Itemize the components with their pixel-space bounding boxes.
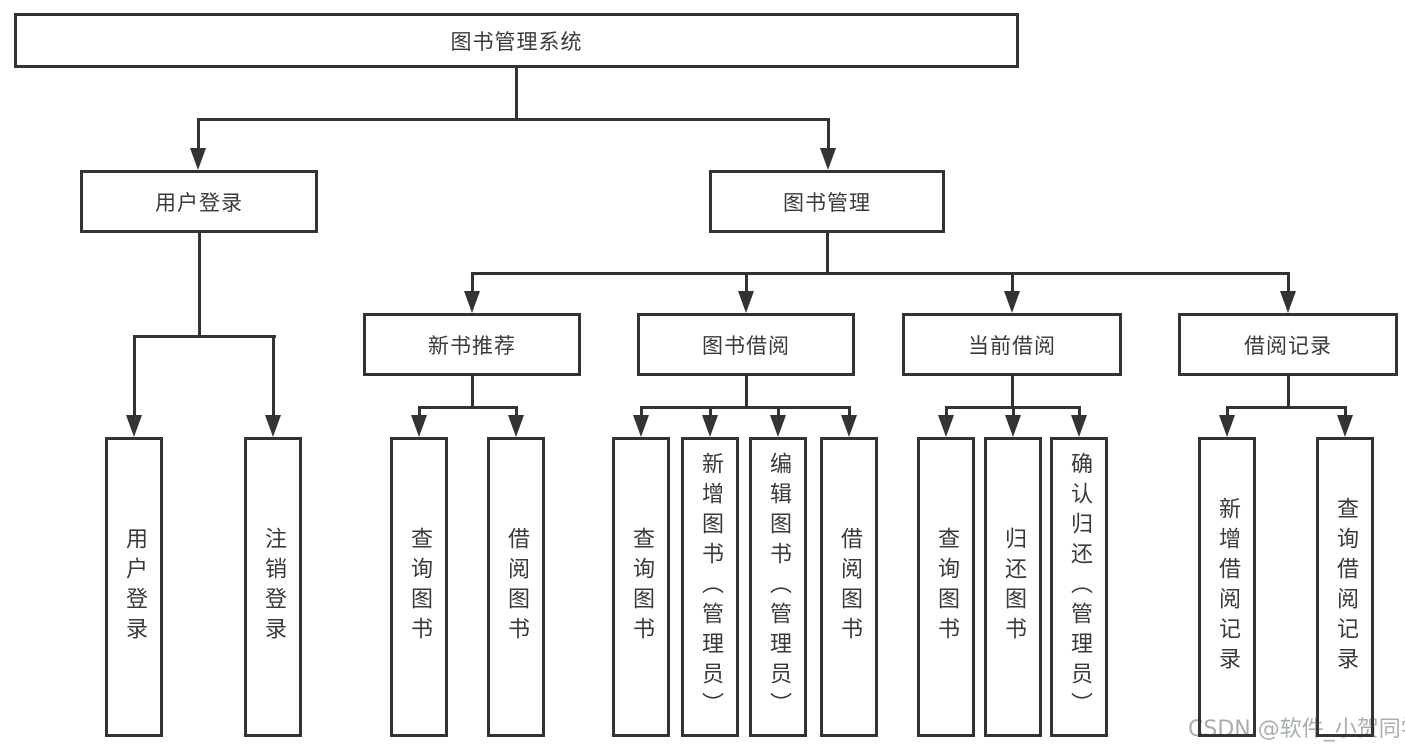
connector-line	[197, 118, 200, 150]
arrow-down-icon	[841, 415, 857, 437]
node-current-borrowing: 当前借阅	[902, 313, 1122, 376]
arrow-down-icon	[738, 291, 754, 313]
leaf-query-borrow-record: 查询借阅记录	[1316, 437, 1374, 737]
connector-line	[133, 335, 136, 417]
arrow-down-icon	[126, 415, 142, 437]
connector-line	[745, 272, 748, 293]
node-label: 借阅图书	[837, 527, 862, 647]
node-label: 当前借阅	[968, 333, 1056, 358]
arrow-down-icon	[265, 415, 281, 437]
leaf-add-borrow-record: 新增借阅记录	[1198, 437, 1256, 737]
connector-line	[197, 118, 829, 121]
connector-line	[745, 376, 748, 408]
node-label: 确认归还（管理员）	[1067, 452, 1092, 722]
node-label: 归还图书	[1001, 527, 1026, 647]
connector-line	[826, 233, 829, 274]
connector-line	[1287, 272, 1290, 293]
leaf-add-book-admin: 新增图书（管理员）	[681, 437, 739, 737]
connector-line	[1226, 406, 1346, 409]
connector-line	[848, 406, 851, 417]
node-label: 图书管理	[783, 190, 871, 215]
leaf-query-books-borrowing: 查询图书	[612, 437, 670, 737]
node-label: 借阅图书	[504, 527, 529, 647]
leaf-query-books-current: 查询图书	[917, 437, 975, 737]
connector-line	[777, 406, 780, 417]
connector-line	[945, 406, 948, 417]
connector-line	[471, 272, 1290, 275]
connector-line	[709, 406, 712, 417]
leaf-return-book: 归还图书	[984, 437, 1042, 737]
arrow-down-icon	[190, 148, 206, 170]
arrow-down-icon	[411, 415, 427, 437]
arrow-down-icon	[820, 148, 836, 170]
node-library-management-system: 图书管理系统	[14, 13, 1019, 68]
arrow-down-icon	[770, 415, 786, 437]
leaf-logout: 注销登录	[244, 437, 302, 737]
arrow-down-icon	[1337, 415, 1353, 437]
node-label: 新书推荐	[428, 333, 516, 358]
arrow-down-icon	[702, 415, 718, 437]
connector-line	[1011, 376, 1014, 408]
leaf-user-login: 用户登录	[105, 437, 163, 737]
arrow-down-icon	[1005, 415, 1021, 437]
node-label: 图书管理系统	[450, 29, 583, 54]
connector-line	[1287, 376, 1290, 408]
arrow-down-icon	[1219, 415, 1235, 437]
arrow-down-icon	[1071, 415, 1087, 437]
arrow-down-icon	[1280, 291, 1296, 313]
connector-line	[133, 335, 276, 338]
connector-line	[272, 335, 275, 417]
node-new-book-recommendation: 新书推荐	[363, 313, 581, 376]
connector-line	[418, 406, 421, 417]
connector-line	[515, 68, 518, 118]
node-book-management: 图书管理	[709, 170, 945, 233]
connector-line	[827, 118, 830, 150]
connector-line	[1226, 406, 1229, 417]
connector-line	[471, 376, 474, 408]
arrow-down-icon	[508, 415, 524, 437]
connector-line	[640, 406, 643, 417]
leaf-confirm-return-admin: 确认归还（管理员）	[1050, 437, 1108, 737]
connector-line	[1012, 406, 1015, 417]
node-label: 新增图书（管理员）	[698, 452, 723, 722]
connector-line	[1011, 272, 1014, 293]
connector-line	[418, 406, 518, 409]
arrow-down-icon	[633, 415, 649, 437]
node-user-login: 用户登录	[80, 170, 318, 233]
node-label: 编辑图书（管理员）	[766, 452, 791, 722]
leaf-borrow-books: 借阅图书	[820, 437, 878, 737]
node-label: 新增借阅记录	[1215, 497, 1240, 677]
node-label: 查询图书	[407, 527, 432, 647]
leaf-borrow-books-recommend: 借阅图书	[487, 437, 545, 737]
connector-line	[471, 272, 474, 293]
node-label: 用户登录	[122, 527, 147, 647]
connector-line	[1078, 406, 1081, 417]
node-label: 查询图书	[629, 527, 654, 647]
arrow-down-icon	[1004, 291, 1020, 313]
node-label: 注销登录	[261, 527, 286, 647]
node-label: 图书借阅	[702, 333, 790, 358]
arrow-down-icon	[464, 291, 480, 313]
leaf-query-books-recommend: 查询图书	[390, 437, 448, 737]
connector-line	[515, 406, 518, 417]
node-label: 查询借阅记录	[1333, 497, 1358, 677]
csdn-watermark: CSDN @软件_小贺同学	[1188, 717, 1405, 742]
arrow-down-icon	[938, 415, 954, 437]
node-label: 用户登录	[155, 190, 243, 215]
node-label: 查询图书	[934, 527, 959, 647]
leaf-edit-book-admin: 编辑图书（管理员）	[749, 437, 807, 737]
node-borrowing-records: 借阅记录	[1178, 313, 1398, 376]
node-book-borrowing: 图书借阅	[637, 313, 855, 376]
connector-line	[640, 406, 850, 409]
connector-line	[1344, 406, 1347, 417]
connector-line	[198, 233, 201, 337]
node-label: 借阅记录	[1244, 333, 1332, 358]
